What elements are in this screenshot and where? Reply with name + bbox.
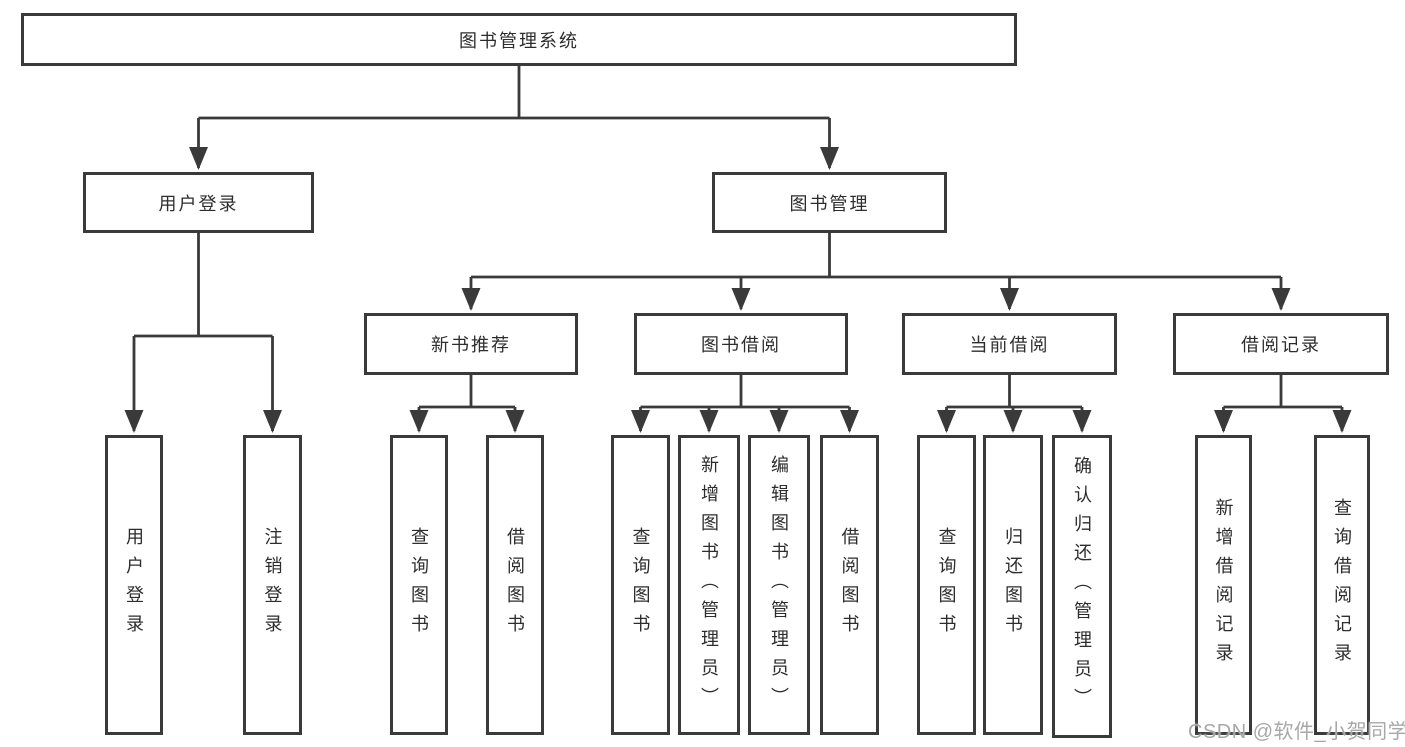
- leaf-query-borrow-record: 查询借阅记录: [1314, 435, 1370, 735]
- node-book-borrowing: 图书借阅: [634, 313, 848, 375]
- leaf-label: 确认归还（管理员）: [1072, 456, 1092, 717]
- leaf-edit-books-admin: 编辑图书（管理员）: [748, 435, 810, 735]
- leaf-label: 归还图书: [1003, 527, 1023, 643]
- node-library-management-system: 图书管理系统: [21, 13, 1017, 66]
- leaf-add-borrow-record: 新增借阅记录: [1195, 435, 1252, 735]
- node-label: 用户登录: [158, 193, 239, 214]
- leaf-label: 查询借阅记录: [1332, 498, 1352, 672]
- leaf-return-books: 归还图书: [983, 435, 1043, 735]
- arrowheads: [124, 147, 1352, 433]
- node-label: 当前借阅: [969, 335, 1050, 355]
- leaf-label: 编辑图书（管理员）: [769, 454, 789, 716]
- leaf-label: 新增借阅记录: [1213, 498, 1234, 672]
- leaf-query-books-current: 查询图书: [917, 435, 976, 735]
- node-label: 借阅记录: [1241, 335, 1321, 355]
- leaf-borrow-books-recommend: 借阅图书: [486, 435, 544, 735]
- leaf-label: 查询图书: [409, 527, 429, 643]
- leaf-query-books-borrow: 查询图书: [611, 435, 670, 735]
- leaf-label: 新增图书（管理员）: [699, 454, 719, 716]
- leaf-label: 用户登录: [124, 527, 144, 643]
- node-new-book-recommendation: 新书推荐: [364, 313, 578, 375]
- leaf-user-login: 用户登录: [105, 435, 163, 735]
- node-label: 图书管理系统: [459, 30, 579, 51]
- leaf-borrow-books: 借阅图书: [820, 435, 879, 735]
- leaf-logout: 注销登录: [243, 435, 302, 735]
- node-user-login: 用户登录: [83, 172, 314, 233]
- leaf-query-books-recommend: 查询图书: [390, 435, 448, 735]
- leaf-label: 借阅图书: [505, 527, 525, 643]
- node-label: 新书推荐: [431, 335, 511, 355]
- csdn-watermark: CSDN @软件_小贺同学: [1188, 721, 1405, 743]
- leaf-label: 注销登录: [262, 527, 283, 643]
- leaf-label: 查询图书: [630, 527, 651, 643]
- leaf-confirm-return-admin: 确认归还（管理员）: [1052, 435, 1112, 738]
- node-borrowing-records: 借阅记录: [1173, 313, 1389, 375]
- node-current-borrowing: 当前借阅: [902, 313, 1117, 375]
- node-label: 图书管理: [789, 193, 870, 214]
- leaf-label: 查询图书: [936, 527, 957, 643]
- leaf-add-books-admin: 新增图书（管理员）: [678, 435, 740, 735]
- node-label: 图书借阅: [701, 335, 781, 355]
- leaf-label: 借阅图书: [839, 527, 860, 643]
- node-book-management: 图书管理: [712, 172, 947, 233]
